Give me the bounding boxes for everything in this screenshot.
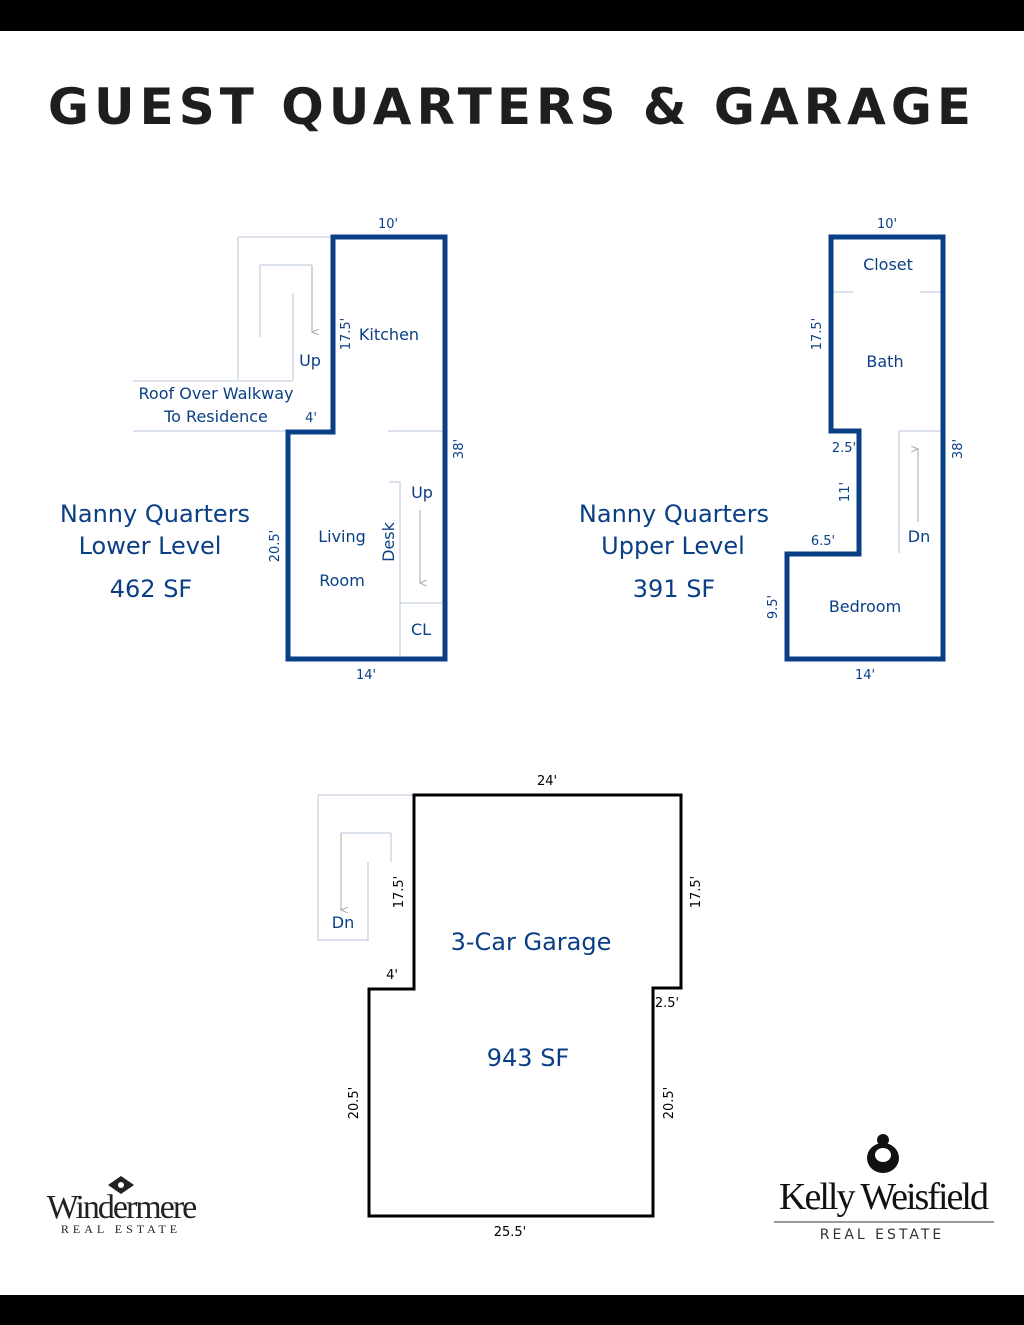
dim-bottom: 14' <box>356 668 376 683</box>
svg-text:REAL ESTATE: REAL ESTATE <box>820 1227 945 1243</box>
dim-step-1: 2.5' <box>832 441 856 456</box>
dim-bottom: 25.5' <box>494 1225 527 1240</box>
kelly-emblem-icon <box>877 1134 889 1146</box>
room-closet: Closet <box>863 255 913 274</box>
svg-text:REAL ESTATE: REAL ESTATE <box>61 1222 181 1236</box>
page-title: GUEST QUARTERS & GARAGE <box>47 78 977 136</box>
garage-area: 943 SF <box>487 1044 569 1072</box>
room-desk: Desk <box>379 521 398 562</box>
roof-label-1: Roof Over Walkway <box>139 384 294 403</box>
dim-step-right: 2.5' <box>655 996 679 1011</box>
dim-step: 4' <box>305 411 317 426</box>
dim-left-upper: 17.5' <box>810 318 825 351</box>
upper-level-plan: 10' 17.5' 2.5' 11' 6.5' 9.5' 38' 14' Clo… <box>579 217 966 683</box>
bottom-bar <box>0 1295 1024 1325</box>
room-kitchen: Kitchen <box>359 325 419 344</box>
dim-step-2: 6.5' <box>811 534 835 549</box>
room-bath: Bath <box>866 352 903 371</box>
dim-left-upper: 17.5' <box>392 876 407 909</box>
svg-text:Windermere: Windermere <box>47 1189 196 1226</box>
dim-step-left: 4' <box>386 968 398 983</box>
dim-bottom: 14' <box>855 668 875 683</box>
roof-label-2: To Residence <box>163 407 268 426</box>
stairs-down-label: Dn <box>908 527 930 546</box>
garage-outline <box>367 793 683 1218</box>
dim-left-lower: 20.5' <box>268 530 283 563</box>
upper-name-2: Upper Level <box>601 532 745 560</box>
dim-left-upper: 17.5' <box>339 318 354 351</box>
lower-interior-lines <box>133 236 443 660</box>
room-living: Living <box>318 527 366 546</box>
dim-top: 24' <box>537 774 557 789</box>
kelly-weisfield-logo: Kelly Weisfield REAL ESTATE <box>774 1134 994 1243</box>
dim-mid: 11' <box>838 482 853 502</box>
garage-plan: 24' 17.5' 4' 17.5' 2.5' 20.5' 20.5' 25.5… <box>317 774 704 1240</box>
dim-right-lower: 20.5' <box>662 1087 677 1120</box>
lower-area: 462 SF <box>110 575 192 603</box>
svg-text:Kelly Weisfield: Kelly Weisfield <box>779 1176 989 1218</box>
stairs-down-label: Dn <box>332 913 354 932</box>
dim-top: 10' <box>877 217 897 232</box>
dim-right: 38' <box>452 439 467 459</box>
upper-name-1: Nanny Quarters <box>579 500 769 528</box>
room-bedroom: Bedroom <box>829 597 901 616</box>
upper-interior-lines <box>833 291 941 553</box>
garage-name: 3-Car Garage <box>451 928 612 956</box>
lower-name-2: Lower Level <box>79 532 222 560</box>
dim-left-lower: 9.5' <box>766 595 781 619</box>
stairs-up-label: Up <box>299 351 321 370</box>
dim-right: 38' <box>951 439 966 459</box>
upper-outline <box>784 234 946 662</box>
stairs-up-label: Up <box>411 483 433 502</box>
dim-right-upper: 17.5' <box>689 876 704 909</box>
lower-level-plan: 10' 17.5' 4' 38' 20.5' 14' Kitchen Up Ro… <box>60 217 467 683</box>
windermere-logo: Windermere REAL ESTATE <box>47 1176 198 1236</box>
top-bar <box>0 0 1024 31</box>
room-room: Room <box>319 571 365 590</box>
upper-area: 391 SF <box>633 575 715 603</box>
garage-stair-lines <box>317 794 414 941</box>
dim-left-lower: 20.5' <box>347 1087 362 1120</box>
lower-outline <box>285 234 448 662</box>
lower-name-1: Nanny Quarters <box>60 500 250 528</box>
room-closet: CL <box>411 620 431 639</box>
dim-top: 10' <box>378 217 398 232</box>
